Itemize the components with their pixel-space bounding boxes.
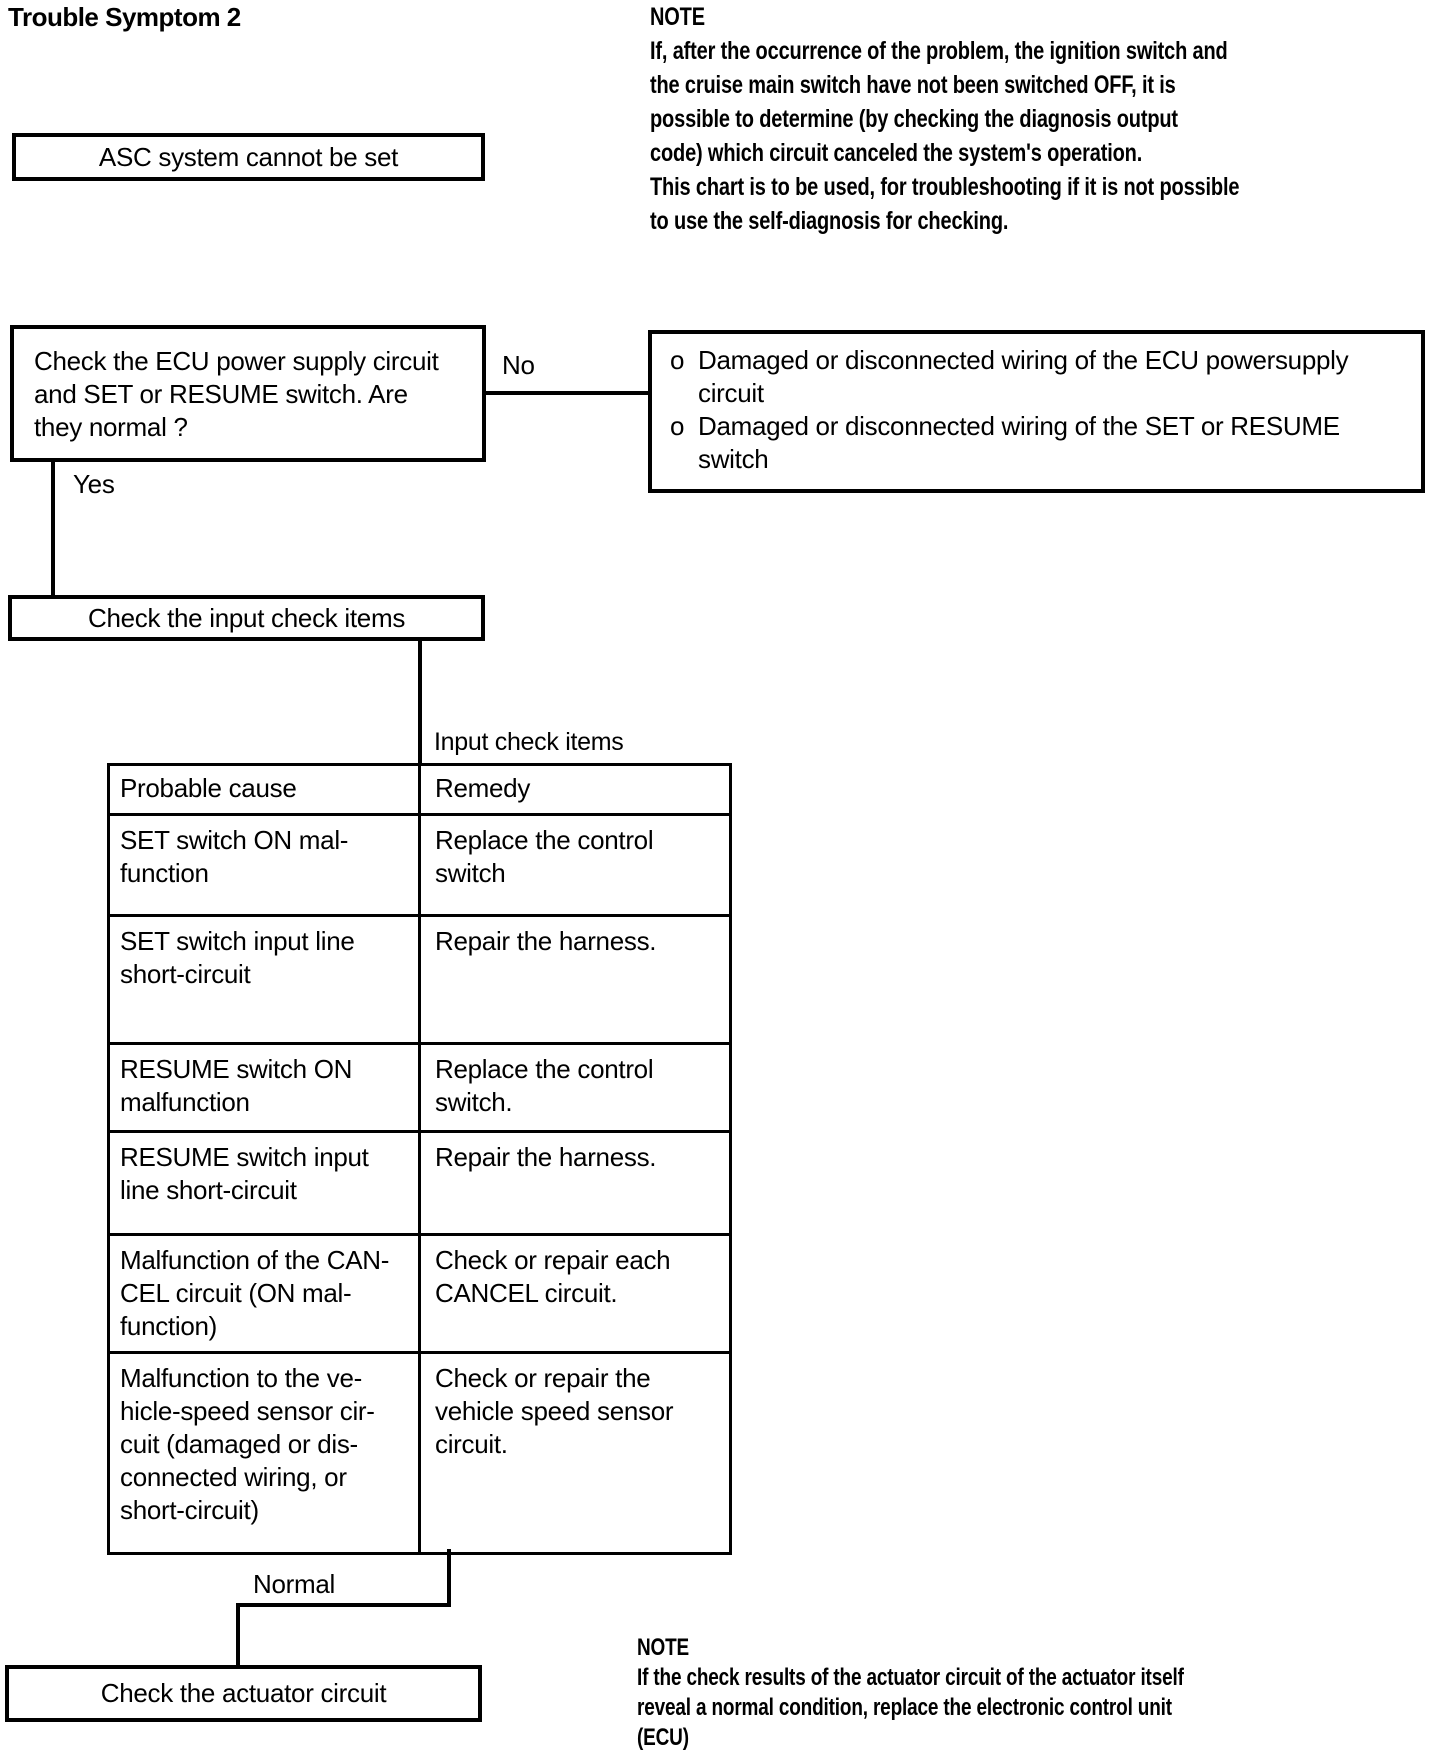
table-row: SET switch input line short-circuit Repa… — [110, 914, 729, 1042]
table-row: RESUME switch ON malfunction Replace the… — [110, 1042, 729, 1130]
top-note-heading: NOTE — [650, 3, 705, 31]
page-title: Trouble Symptom 2 — [8, 2, 241, 32]
cause-cell: RESUME switch ON malfunction — [110, 1045, 421, 1130]
no-result-item: o Damaged or disconnected wiring of the … — [670, 410, 1415, 476]
table-header-row: Probable cause Remedy — [110, 766, 729, 813]
normal-branch-line-to-box — [236, 1603, 240, 1667]
flow-decision-box-label: Check the ECU power supply circuit and S… — [34, 346, 439, 442]
remedy-cell: Replace the control switch — [435, 825, 654, 888]
no-branch-line — [486, 391, 650, 395]
flow-decision-box: Check the ECU power supply circuit and S… — [10, 325, 486, 462]
yes-branch-line — [51, 460, 55, 597]
input-check-table: Probable cause Remedy SET switch ON mal-… — [107, 763, 732, 1555]
input-check-drop-line — [418, 641, 422, 766]
normal-branch-label: Normal — [253, 1569, 335, 1599]
no-result-item: o Damaged or disconnected wiring of the … — [670, 344, 1415, 410]
no-result-item-text: Damaged or disconnected wiring of the SE… — [698, 411, 1340, 474]
remedy-cell: Repair the harness. — [435, 926, 657, 956]
cause-cell: SET switch input line short-circuit — [110, 917, 421, 1042]
flow-start-box: ASC system cannot be set — [12, 133, 485, 181]
actuator-check-box-label: Check the actuator circuit — [100, 1678, 387, 1708]
bottom-note-heading: NOTE — [637, 1634, 690, 1661]
cause-cell: RESUME switch input line short-circuit — [110, 1133, 421, 1233]
table-row: SET switch ON mal- function Replace the … — [110, 813, 729, 914]
column-header-probable-cause: Probable cause — [110, 766, 421, 813]
remedy-cell: Check or repair the vehicle speed sensor… — [435, 1363, 674, 1459]
input-check-caption: Input check items — [434, 728, 624, 756]
no-branch-label: No — [502, 350, 535, 380]
bottom-note: NOTE If the check results of the actuato… — [637, 1633, 1427, 1753]
top-note: NOTE If, after the occurrence of the pro… — [650, 0, 1426, 238]
table-row: Malfunction of the CAN- CEL circuit (ON … — [110, 1233, 729, 1351]
actuator-check-box: Check the actuator circuit — [5, 1665, 482, 1722]
remedy-cell: Replace the control switch. — [435, 1054, 654, 1117]
table-row: Malfunction to the ve- hicle-speed senso… — [110, 1351, 729, 1552]
remedy-cell: Check or repair each CANCEL circuit. — [435, 1245, 671, 1308]
cause-cell: Malfunction to the ve- hicle-speed senso… — [110, 1354, 421, 1552]
normal-branch-line-across — [236, 1603, 451, 1607]
yes-branch-label: Yes — [73, 469, 115, 499]
top-note-paragraph-2: This chart is to be used, for troublesho… — [650, 173, 1240, 235]
bottom-note-paragraph: If the check results of the actuator cir… — [637, 1664, 1184, 1751]
column-header-remedy: Remedy — [435, 773, 531, 803]
no-result-item-text: Damaged or disconnected wiring of the EC… — [698, 345, 1349, 408]
remedy-cell: Repair the harness. — [435, 1142, 657, 1172]
cause-cell: Malfunction of the CAN- CEL circuit (ON … — [110, 1236, 421, 1351]
input-check-box: Check the input check items — [8, 595, 485, 641]
top-note-paragraph-1: If, after the occurrence of the problem,… — [650, 37, 1228, 167]
normal-branch-line-down — [447, 1549, 451, 1607]
flow-start-box-label: ASC system cannot be set — [98, 141, 399, 172]
bullet-glyph: o — [670, 411, 685, 441]
bullet-glyph: o — [670, 345, 685, 375]
cause-cell: SET switch ON mal- function — [110, 816, 421, 914]
table-row: RESUME switch input line short-circuit R… — [110, 1130, 729, 1233]
no-result-box: o Damaged or disconnected wiring of the … — [648, 330, 1425, 493]
input-check-box-label: Check the input check items — [87, 602, 406, 633]
